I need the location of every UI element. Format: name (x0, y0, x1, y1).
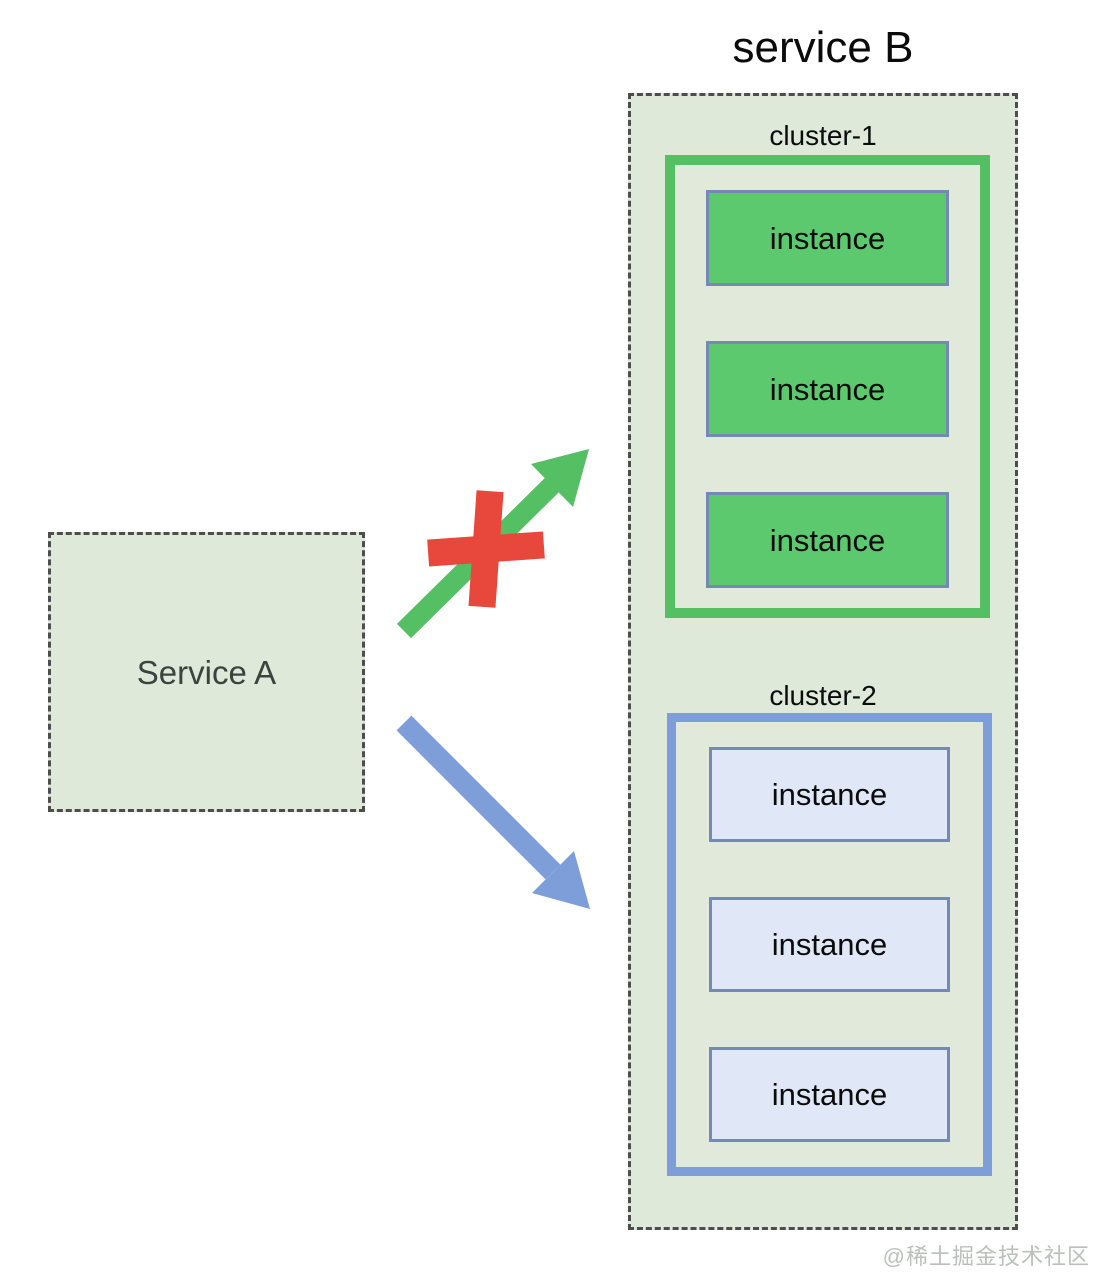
arrow-to-cluster-2 (396, 715, 590, 909)
cluster-1-label: cluster-1 (769, 120, 877, 151)
instance-node: instance (706, 492, 949, 588)
arrow-to-cluster-1 (396, 449, 589, 639)
cluster-1-box: instance instance instance (665, 155, 990, 618)
blocked-cross-icon (427, 490, 545, 608)
instance-node: instance (709, 897, 950, 992)
service-b-title: service B (732, 23, 914, 72)
instance-node: instance (706, 341, 949, 437)
cluster-2-box: instance instance instance (667, 713, 992, 1176)
service-a-box: Service A (48, 532, 365, 812)
instance-node: instance (706, 190, 949, 286)
cluster-2-label: cluster-2 (769, 680, 877, 711)
service-a-label: Service A (136, 653, 277, 691)
instance-node: instance (709, 747, 950, 842)
instance-node: instance (709, 1047, 950, 1142)
service-b-container: cluster-1 instance instance instance clu… (628, 93, 1018, 1230)
watermark: @稀土掘金技术社区 (882, 1244, 1090, 1269)
